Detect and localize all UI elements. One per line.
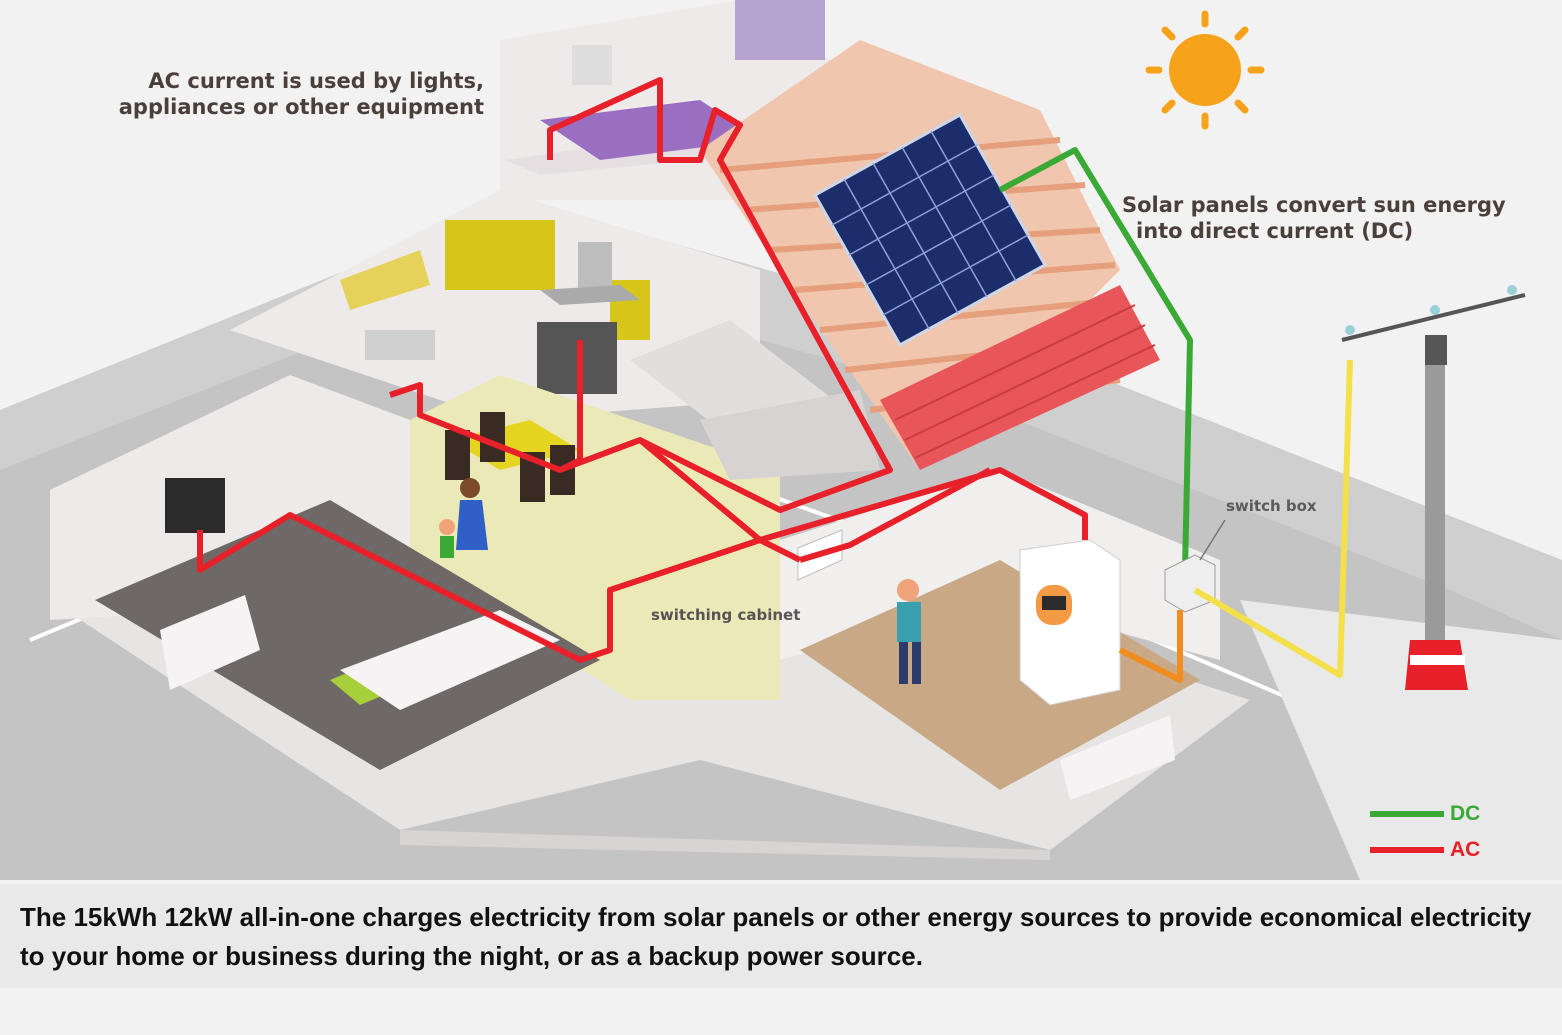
- legend-item-dc: DC: [1370, 796, 1520, 832]
- legend-label-ac: AC: [1450, 838, 1481, 861]
- solar-annotation-line-1: Solar panels convert sun energy: [1122, 193, 1506, 217]
- person-in-garage: [897, 579, 921, 684]
- sun-icon: [1145, 10, 1265, 130]
- solar-panels-annotation: Solar panels convert sun energy into dir…: [1122, 192, 1506, 245]
- switch-box-label: switch box: [1226, 497, 1317, 515]
- solar-panel: [812, 112, 1048, 348]
- caption-banner: The 15kWh 12kW all-in-one charges electr…: [0, 884, 1562, 988]
- legend-item-ac: AC: [1370, 832, 1520, 868]
- ac-line-swatch: [1370, 847, 1444, 853]
- kitchen: [230, 190, 760, 420]
- wire-legend: DC AC: [1370, 796, 1520, 868]
- dc-wiring: [998, 147, 1193, 571]
- grid-wiring: [1193, 359, 1353, 678]
- stairs: [630, 320, 880, 480]
- ac-usage-annotation: AC current is used by lights, appliances…: [118, 69, 484, 120]
- living-room: [50, 375, 600, 770]
- battery-link-wiring: [1118, 610, 1183, 683]
- caption-text: The 15kWh 12kW all-in-one charges electr…: [20, 902, 1532, 971]
- ac-wiring: [197, 77, 1088, 663]
- utility-pole: [1341, 285, 1526, 690]
- switching-cabinet-label: switching cabinet: [651, 606, 801, 624]
- battery-room: [780, 470, 1220, 800]
- legend-label-dc: DC: [1450, 802, 1481, 825]
- family-figures: [439, 478, 488, 558]
- solar-annotation-line-2: into direct current (DC): [1136, 219, 1414, 244]
- dc-line-swatch: [1370, 811, 1444, 817]
